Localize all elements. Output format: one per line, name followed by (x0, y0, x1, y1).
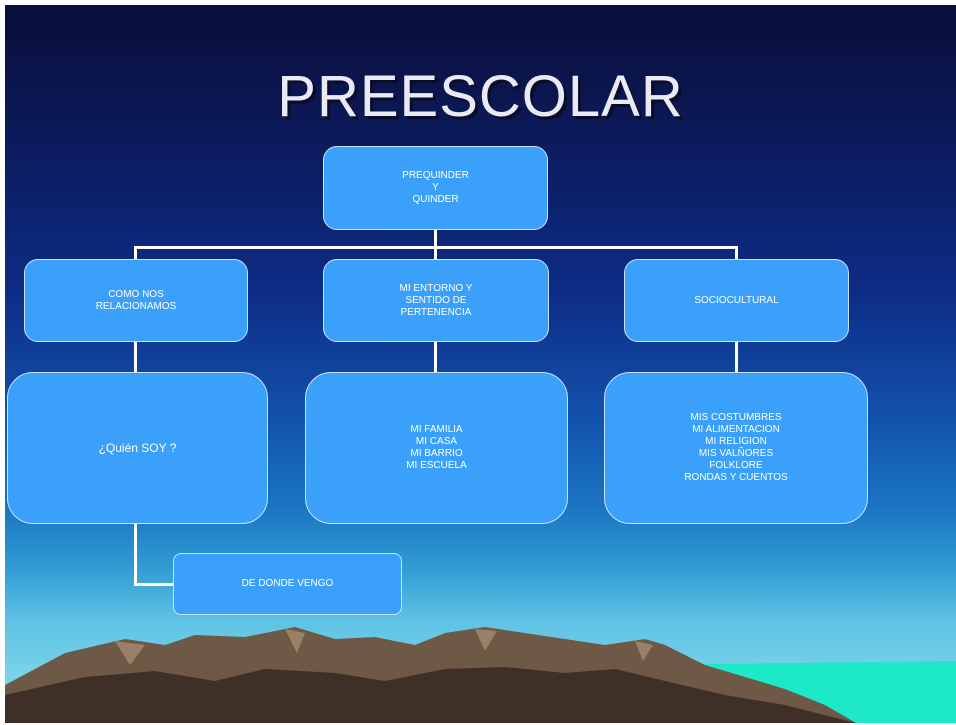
connector-right-to-child (735, 341, 738, 373)
child-node-mis-costumbres: MIS COSTUMBRES MI ALIMENTACION MI RELIGI… (604, 372, 868, 524)
connector-child-to-extra (134, 523, 137, 585)
branch-node-mi-entorno: MI ENTORNO Y SENTIDO DE PERTENENCIA (323, 259, 549, 342)
slide: PREESCOLAR PREQUINDER Y QUINDER COMO NOS… (5, 5, 956, 723)
root-node: PREQUINDER Y QUINDER (323, 146, 548, 230)
connector-extra-horizontal (134, 583, 176, 586)
branch-node-como-nos-relacionamos: COMO NOS RELACIONAMOS (24, 259, 248, 342)
mountain-highlight-1 (115, 641, 145, 665)
mountain-highlight-2 (285, 629, 305, 653)
connector-left-to-child (134, 341, 137, 373)
extra-node-de-donde-vengo: DE DONDE VENGO (173, 553, 402, 615)
child-node-quien-soy: ¿Quién SOY ? (7, 372, 268, 524)
connector-middle-down (434, 246, 437, 261)
mountain-range-illustration (5, 627, 956, 723)
slide-title: PREESCOLAR (277, 64, 684, 129)
connector-root-down (434, 229, 437, 248)
connector-right-down (735, 246, 738, 261)
connector-left-down (134, 246, 137, 261)
mountain-highlight-3 (475, 629, 497, 651)
branch-node-sociocultural: SOCIOCULTURAL (624, 259, 849, 342)
connector-middle-to-child (434, 341, 437, 373)
mountain-shadow (5, 667, 856, 723)
mountain-highlight-4 (635, 641, 653, 661)
child-node-mi-familia: MI FAMILIA MI CASA MI BARRIO MI ESCUELA (305, 372, 568, 524)
